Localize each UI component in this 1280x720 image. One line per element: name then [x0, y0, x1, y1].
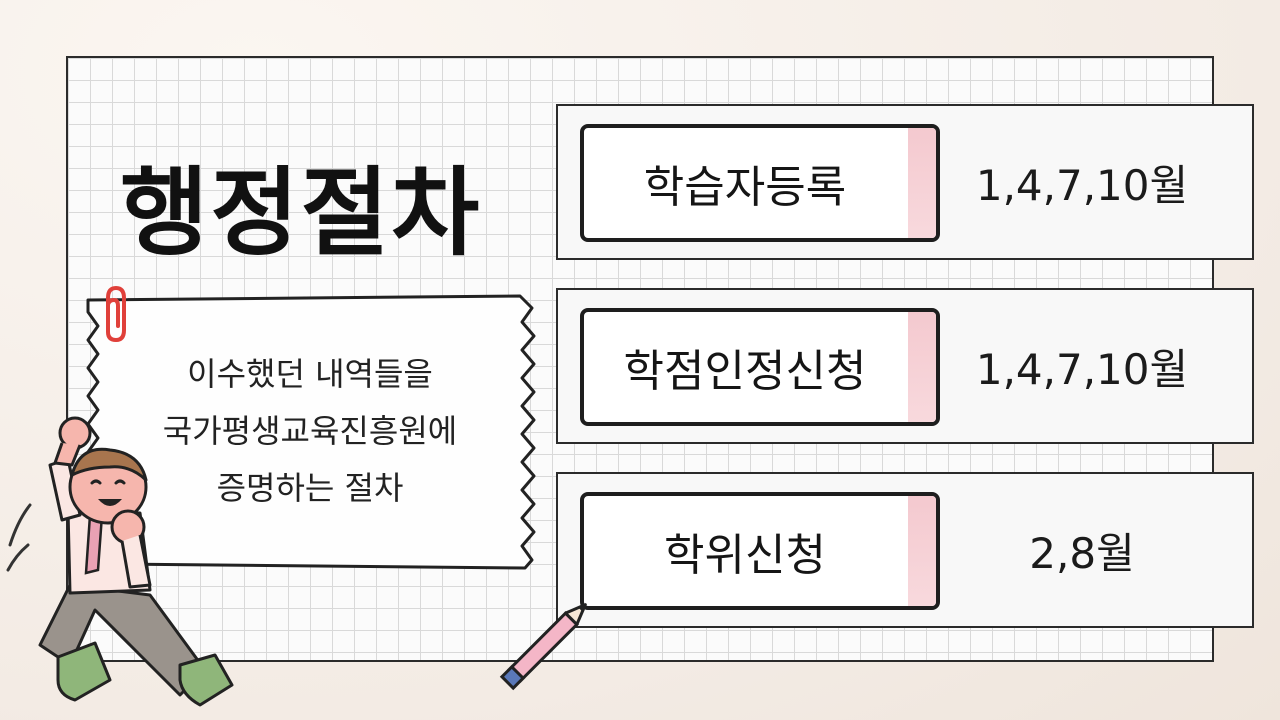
note-line: 국가평생교육진흥원에 [162, 412, 458, 450]
note-line: 이수했던 내역들을 [187, 355, 433, 393]
step-row-2: 학점인정신청 1,4,7,10월 [556, 288, 1254, 444]
tag-stripe [908, 496, 936, 606]
step-tag: 학습자등록 [580, 124, 940, 242]
step-label: 학습자등록 [643, 162, 847, 213]
page-title: 행정절차 [120, 157, 482, 269]
tag-stripe [908, 312, 936, 422]
step-months: 1,4,7,10월 [975, 160, 1189, 210]
step-label: 학점인정신청 [623, 346, 867, 397]
step-months: 2,8월 [1029, 528, 1135, 578]
step-tag: 학위신청 [580, 492, 940, 610]
step-row-3: 학위신청 2,8월 [556, 472, 1254, 628]
step-months: 1,4,7,10월 [975, 344, 1189, 394]
note-line: 증명하는 절차 [216, 469, 404, 507]
torn-note-paper [86, 294, 536, 570]
tag-stripe [908, 128, 936, 238]
note-text: 이수했던 내역들을 국가평생교육진흥원에 증명하는 절차 [110, 346, 510, 517]
step-tag: 학점인정신청 [580, 308, 940, 426]
step-row-1: 학습자등록 1,4,7,10월 [556, 104, 1254, 260]
step-label: 학위신청 [664, 530, 826, 581]
